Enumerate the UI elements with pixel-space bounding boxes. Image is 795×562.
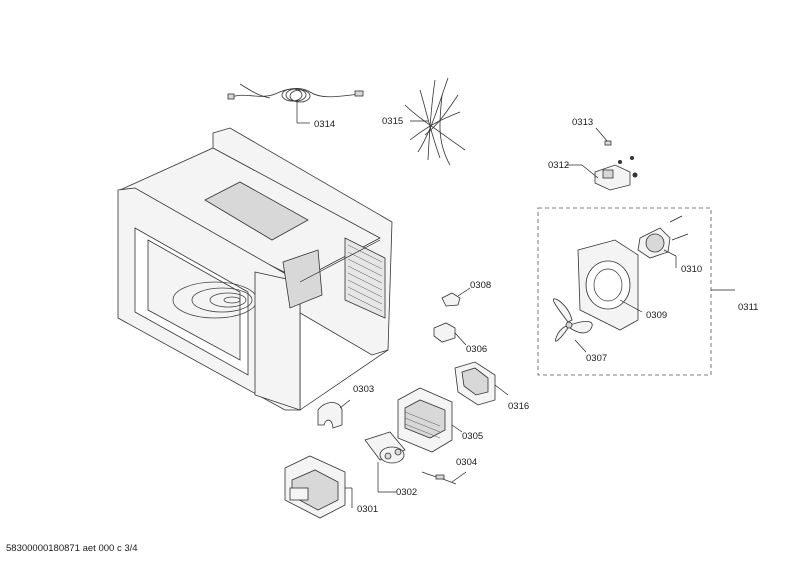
part-0303-holder bbox=[317, 399, 351, 429]
callout-0310: 0310 bbox=[681, 264, 702, 275]
callout-0315: 0315 bbox=[382, 116, 403, 127]
fan-assembly-group-0311 bbox=[537, 207, 735, 376]
callout-0302: 0302 bbox=[396, 487, 417, 498]
microwave-housing bbox=[117, 127, 393, 411]
part-0309-fan-housing bbox=[577, 239, 643, 331]
callout-0313: 0313 bbox=[572, 117, 593, 128]
callout-0312: 0312 bbox=[548, 160, 569, 171]
part-0304-diode bbox=[421, 471, 467, 485]
part-0316-bracket bbox=[454, 361, 509, 406]
part-0310-fan-motor bbox=[637, 215, 689, 268]
callout-0308: 0308 bbox=[470, 280, 491, 291]
callout-0306: 0306 bbox=[466, 344, 487, 355]
callout-0305: 0305 bbox=[462, 431, 483, 442]
callout-0316: 0316 bbox=[508, 401, 529, 412]
callout-0309: 0309 bbox=[646, 310, 667, 321]
part-0308-sensor bbox=[441, 287, 471, 307]
callout-0311: 0311 bbox=[738, 302, 758, 313]
callout-0301: 0301 bbox=[357, 504, 378, 515]
part-0307-fan-blade bbox=[552, 298, 593, 353]
part-0305-magnetron bbox=[397, 387, 463, 453]
part-0312-0313-module bbox=[566, 127, 638, 191]
callout-0303: 0303 bbox=[353, 384, 374, 395]
callout-0304: 0304 bbox=[456, 457, 477, 468]
part-0302-capacitor bbox=[364, 431, 406, 493]
callout-0314: 0314 bbox=[314, 119, 335, 130]
document-id-footer: 58300000180871 aet 000 c 3/4 bbox=[6, 543, 138, 554]
part-0315-wire-harness bbox=[404, 77, 466, 166]
part-0314-cable bbox=[227, 83, 364, 124]
callout-0307: 0307 bbox=[586, 353, 607, 364]
part-0301-transformer bbox=[284, 455, 353, 519]
part-0306-switch bbox=[433, 322, 467, 346]
